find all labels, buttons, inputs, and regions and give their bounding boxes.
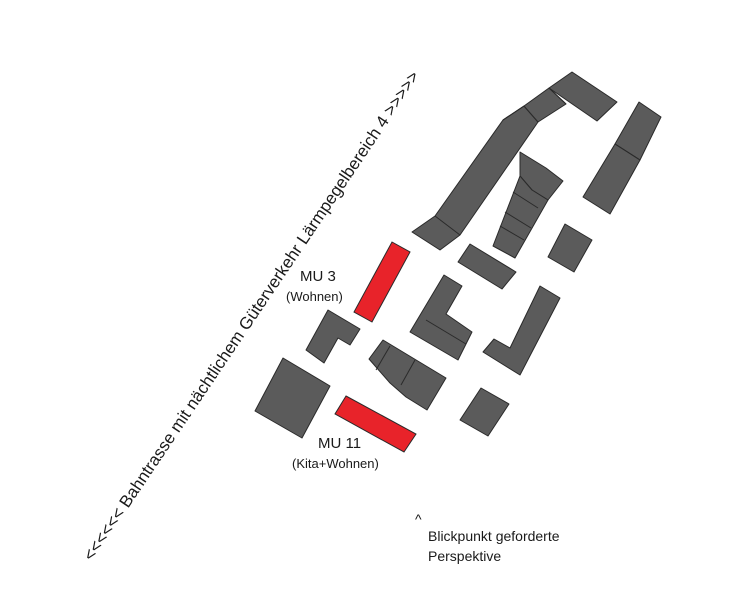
building-large-sw [254, 357, 331, 439]
building-small-south [459, 387, 510, 437]
seam [512, 191, 539, 209]
building-north-cap [548, 71, 618, 122]
parcel-mu3 [353, 241, 411, 323]
seam [434, 215, 461, 236]
mu3-title: MU 3 [300, 268, 336, 285]
building-west-l [305, 309, 361, 364]
seam [502, 105, 525, 121]
mu11-title: MU 11 [318, 435, 361, 452]
seam [400, 359, 416, 386]
seam [548, 87, 567, 105]
seam [499, 225, 525, 241]
building-east-l [482, 285, 561, 376]
seam [504, 211, 532, 229]
seam [425, 319, 467, 345]
viewpoint-arrow-icon: ^ [415, 511, 422, 527]
building-centre-row [368, 339, 447, 411]
parcel-mu11 [334, 395, 417, 453]
mu3-use: (Wohnen) [286, 289, 343, 304]
building-centre-l [409, 274, 473, 361]
building-centre-slab [457, 243, 517, 290]
mu11-use: (Kita+Wohnen) [292, 456, 379, 471]
viewpoint-line-1: Blickpunkt geforderte [428, 528, 560, 544]
seam [375, 345, 391, 371]
viewpoint-line-2: Perspektive [428, 548, 501, 564]
building-small-east [547, 223, 593, 273]
seam [614, 143, 641, 161]
building-middle-stack [492, 175, 549, 259]
